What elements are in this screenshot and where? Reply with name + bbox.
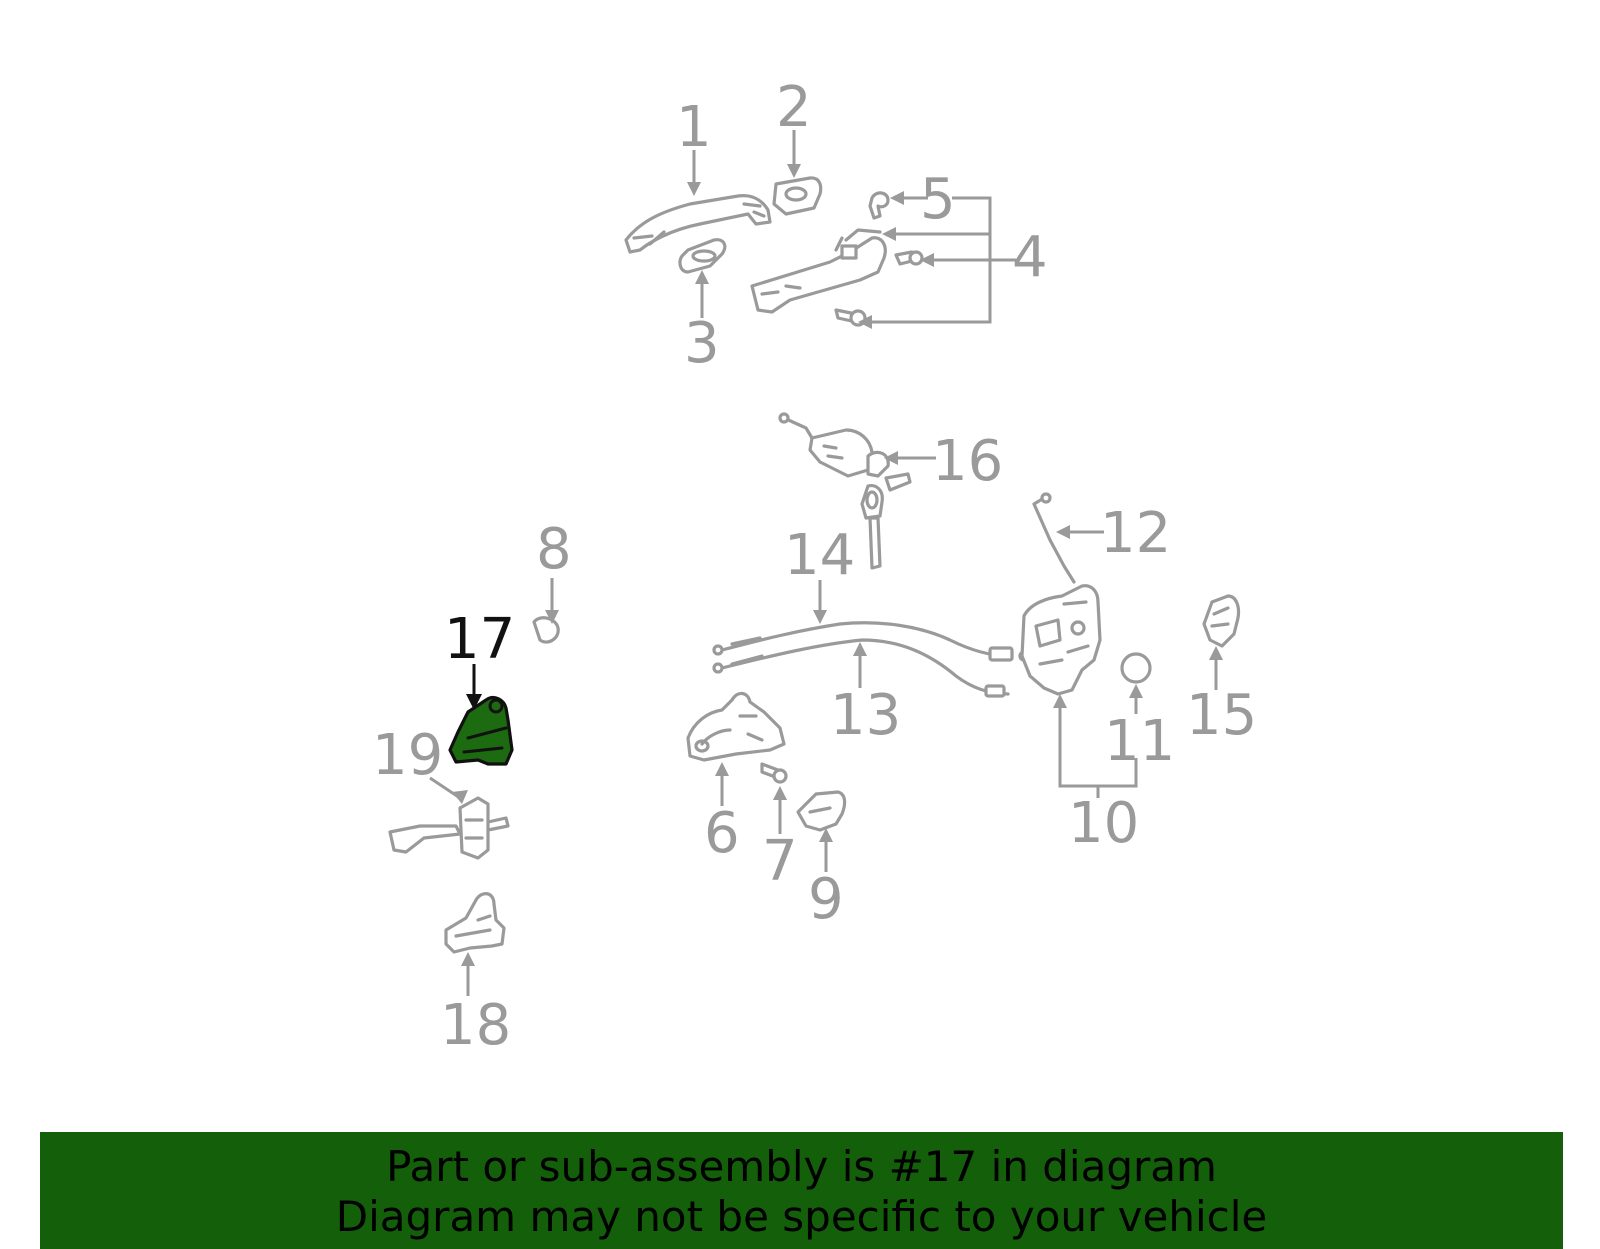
- info-banner: Part or sub-assembly is #17 in diagram D…: [40, 1132, 1563, 1249]
- callout-17[interactable]: 17: [444, 607, 515, 672]
- callout-3[interactable]: 3: [684, 311, 720, 376]
- part-1-outside-handle[interactable]: [624, 194, 772, 254]
- part-11-ring[interactable]: [1120, 652, 1152, 684]
- callout-8[interactable]: 8: [536, 517, 572, 582]
- part-18-hinge[interactable]: [444, 892, 506, 954]
- part-16-lock-cylinder[interactable]: [778, 412, 912, 570]
- callout-14[interactable]: 14: [784, 523, 855, 588]
- part-10-lock-assembly[interactable]: [1020, 584, 1102, 696]
- callout-1[interactable]: 1: [676, 95, 712, 160]
- part-4-handle-frame[interactable]: [750, 228, 887, 314]
- banner-line-disclaimer: Diagram may not be specific to your vehi…: [335, 1192, 1268, 1241]
- callout-19[interactable]: 19: [372, 723, 443, 788]
- callout-18[interactable]: 18: [440, 993, 511, 1058]
- callout-5[interactable]: 5: [920, 167, 956, 232]
- callout-16[interactable]: 16: [932, 429, 1003, 494]
- part-17-striker[interactable]: [448, 695, 514, 766]
- part-3-handle-pad[interactable]: [678, 238, 727, 274]
- part-19-door-check[interactable]: [388, 796, 510, 860]
- parts-diagram: 1 2 3 4 5 16 12 14 13 8 17 19 6 7 9 10 1…: [372, 75, 1257, 1058]
- part-7-screw[interactable]: [760, 762, 788, 784]
- part-8-clip[interactable]: [532, 616, 560, 644]
- part-9-bezel[interactable]: [796, 790, 847, 832]
- part-12-rod[interactable]: [1032, 492, 1076, 584]
- callout-6[interactable]: 6: [704, 801, 740, 866]
- part-6-inside-handle[interactable]: [686, 691, 786, 762]
- screw-upper: [894, 250, 924, 266]
- part-5-screw[interactable]: [868, 191, 890, 220]
- part-2-handle-cap[interactable]: [772, 176, 823, 216]
- callout-13[interactable]: 13: [830, 683, 901, 748]
- banner-line-part: Part or sub-assembly is #17 in diagram: [386, 1142, 1217, 1191]
- callout-9[interactable]: 9: [808, 867, 844, 932]
- leader-17: [466, 664, 482, 710]
- callout-15[interactable]: 15: [1186, 683, 1257, 748]
- leader-lines: [429, 130, 1223, 996]
- part-15-cover[interactable]: [1202, 594, 1241, 648]
- callout-7[interactable]: 7: [762, 829, 798, 894]
- callout-4[interactable]: 4: [1012, 225, 1048, 290]
- callout-11[interactable]: 11: [1104, 709, 1175, 774]
- callout-12[interactable]: 12: [1100, 501, 1171, 566]
- part-13-cable[interactable]: [712, 638, 1010, 698]
- callout-2[interactable]: 2: [776, 75, 812, 140]
- callout-10[interactable]: 10: [1068, 791, 1139, 856]
